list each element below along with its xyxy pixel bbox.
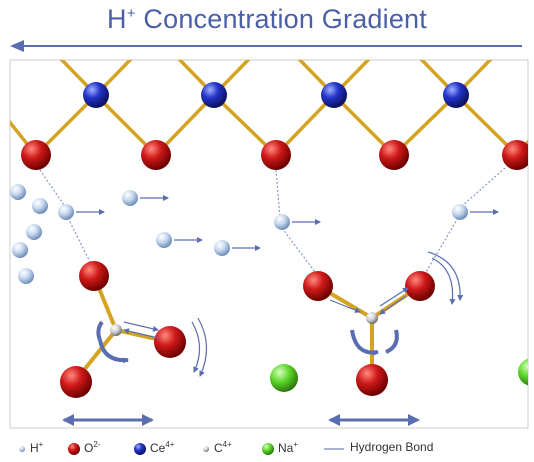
diagram-title: H+ Concentration Gradient [0, 4, 534, 35]
ce-atom [83, 82, 109, 108]
lattice [10, 60, 528, 426]
na-atom [518, 358, 528, 386]
legend-ce-symbol [134, 443, 146, 455]
carbonate-2-bonds [316, 284, 422, 380]
o-atom [405, 271, 435, 301]
carbonate-1-bonds [74, 274, 172, 382]
legend-h-label: H+ [30, 440, 44, 455]
vibration-arrows-1 [123, 317, 208, 377]
o-atom [356, 364, 388, 396]
ce-atom [321, 82, 347, 108]
rotation-arrow-1 [96, 320, 129, 364]
hydrogen-bonds [39, 167, 506, 277]
legend-c-symbol [203, 446, 209, 452]
title-sup: + [126, 5, 136, 22]
legend-o-label: O2- [84, 440, 101, 455]
o-atom [21, 140, 51, 170]
na-atom [270, 364, 298, 392]
legend-na-symbol [262, 443, 274, 455]
legend-hbond-label: Hydrogen Bond [350, 440, 434, 454]
vibration-arrows-2 [329, 251, 464, 315]
o-atom [502, 140, 528, 170]
ce-atom [201, 82, 227, 108]
o-atom [79, 261, 109, 291]
rotation-arrow-2 [350, 329, 399, 356]
title-rest: Concentration Gradient [135, 4, 427, 34]
c-atom [110, 324, 122, 336]
legend-ce-label: Ce4+ [150, 440, 175, 455]
o-atom [379, 140, 409, 170]
legend-o-symbol [68, 443, 80, 455]
legend-na-label: Na+ [278, 440, 299, 455]
gradient-arrow-head [10, 40, 24, 52]
title-h: H [107, 4, 127, 34]
o-atom [261, 140, 291, 170]
o-atom [303, 271, 333, 301]
legend-symbols [19, 443, 344, 455]
o-atom [60, 366, 92, 398]
legend-c-label: C4+ [214, 440, 232, 455]
o-atom [141, 140, 171, 170]
diagram-frame [9, 59, 529, 429]
ce-atom [443, 82, 469, 108]
legend-h-symbol [19, 446, 25, 452]
c-atom [366, 312, 378, 324]
h-atoms [10, 184, 468, 284]
o-atom [154, 326, 186, 358]
h-motion-arrows [76, 195, 499, 251]
